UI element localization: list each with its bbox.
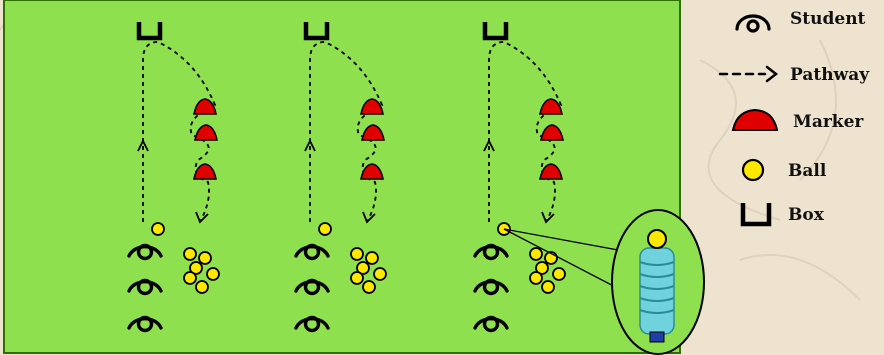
marker-cone xyxy=(361,124,385,141)
pathway-icon xyxy=(718,65,779,83)
legend-item-student: Student xyxy=(735,9,866,33)
marker-cone xyxy=(360,98,384,115)
marker-cone xyxy=(194,124,218,141)
marker-cone xyxy=(539,163,563,180)
ball xyxy=(552,267,566,281)
pathway-arrow-up xyxy=(137,138,149,152)
legend-item-box: Box xyxy=(740,203,825,227)
lane-3 xyxy=(473,22,566,333)
ball xyxy=(350,271,364,285)
legend-label-box: Box xyxy=(788,205,825,225)
legend-item-marker: Marker xyxy=(731,108,864,132)
ball-on-bottle xyxy=(647,229,667,249)
student-icon xyxy=(473,315,509,333)
ball xyxy=(356,261,370,275)
pathway-line xyxy=(309,41,384,223)
ball xyxy=(206,267,220,281)
legend-label-ball: Ball xyxy=(788,161,827,181)
ball-icon xyxy=(741,158,765,182)
student-icon xyxy=(735,14,771,33)
legend-item-ball: Ball xyxy=(741,158,827,182)
marker-cone xyxy=(193,98,217,115)
ball xyxy=(198,251,212,265)
student-icon xyxy=(473,243,509,261)
ball xyxy=(529,271,543,285)
ball xyxy=(365,251,379,265)
box-icon xyxy=(136,22,163,41)
ball xyxy=(373,267,387,281)
pathway-arrow-up xyxy=(304,138,316,152)
pathway-arrow-up xyxy=(483,138,495,152)
pathway-line xyxy=(488,41,563,223)
bottle-callout xyxy=(503,209,705,355)
legend-label-pathway: Pathway xyxy=(790,65,870,85)
ball xyxy=(318,222,332,236)
ball xyxy=(183,271,197,285)
student-icon xyxy=(127,315,163,333)
ball xyxy=(151,222,165,236)
pathway-arrow-down xyxy=(362,211,376,224)
pathway-arrow-down xyxy=(541,211,555,224)
playing-field xyxy=(3,0,681,354)
lane-2 xyxy=(294,22,387,333)
legend-label-marker: Marker xyxy=(793,112,864,132)
ball xyxy=(195,280,209,294)
student-icon xyxy=(294,315,330,333)
box-icon xyxy=(740,203,772,227)
legend-item-pathway: Pathway xyxy=(718,65,870,85)
box-icon xyxy=(303,22,330,41)
student-icon xyxy=(473,278,509,296)
pathway-line xyxy=(142,41,217,223)
student-icon xyxy=(294,278,330,296)
ball xyxy=(541,280,555,294)
ball xyxy=(529,247,543,261)
student-icon xyxy=(127,243,163,261)
ball xyxy=(350,247,364,261)
legend-label-student: Student xyxy=(790,9,866,29)
student-icon xyxy=(294,243,330,261)
marker-cone xyxy=(193,163,217,180)
marker-icon xyxy=(731,108,779,131)
pathway-arrow-down xyxy=(195,211,209,224)
lane-1 xyxy=(127,22,220,333)
ball xyxy=(535,261,549,275)
callout-line-bottom xyxy=(503,228,626,293)
student-icon xyxy=(127,278,163,296)
legend: Student Pathway Marker Ball Box xyxy=(718,9,870,227)
marker-cone xyxy=(540,124,564,141)
marker-cone xyxy=(360,163,384,180)
ball xyxy=(183,247,197,261)
ball xyxy=(362,280,376,294)
ball xyxy=(189,261,203,275)
water-bottle-icon xyxy=(639,247,675,343)
box-icon xyxy=(482,22,509,41)
marker-cone xyxy=(539,98,563,115)
